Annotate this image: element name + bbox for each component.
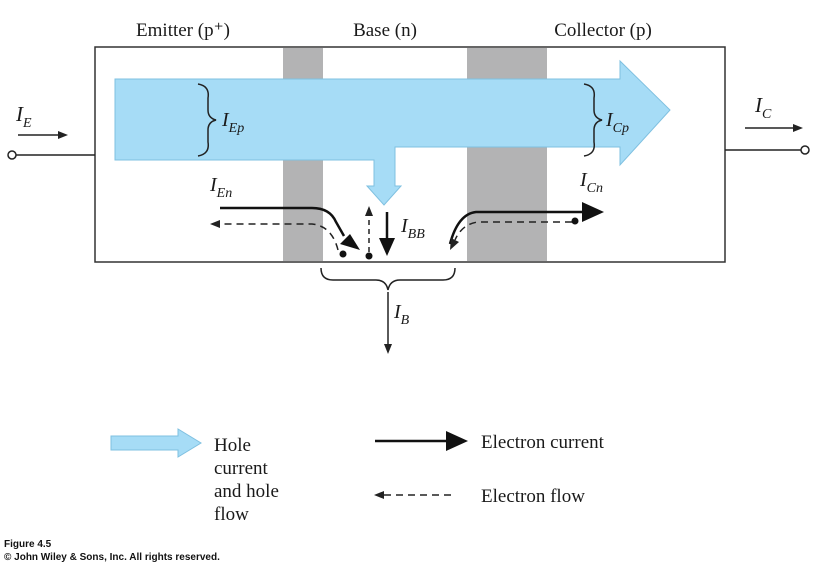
icn-electron-current [448,210,584,245]
icp-brace [583,83,603,157]
icn-arrowhead [582,202,604,222]
legend-hole-arrow [110,428,202,458]
copyright-notice: © John Wiley & Sons, Inc. All rights res… [4,552,220,563]
collector-electron-flow-arrowhead [450,238,459,250]
legend-hole-label-line2: current [214,458,269,479]
hole-current-arrow [114,59,671,206]
emitter-label: Emitter (p⁺) [136,20,230,41]
ib-brace [320,267,456,291]
base-label: Base (n) [353,20,417,41]
ib-label: IB [393,301,410,328]
ibb-electron-flow-arrowhead [365,206,373,216]
collector-electron-flow [454,221,572,241]
legend-hole-label-line3: and hole [214,481,279,502]
electron-dot-base [365,252,373,260]
ibb-arrowhead [379,238,395,256]
electron-dot-emitter-side [339,250,347,258]
ib-arrowhead [384,344,392,354]
ien-electron-current [220,206,346,237]
icn-label: ICn [579,169,603,196]
legend-electron-flow-arrowhead [374,491,384,499]
icp-label: ICp [605,109,629,136]
legend-electron-current-arrowhead [446,431,468,451]
emitter-electron-flow [218,223,339,251]
emitter-electron-flow-arrowhead [210,220,220,228]
legend-hole-label-line4: flow [214,504,249,525]
ie-label: IE [15,102,32,131]
iep-brace [197,83,217,157]
figure-number: Figure 4.5 [4,539,52,550]
ic-label: IC [754,93,772,122]
legend-electron-current-label: Electron current [481,432,605,453]
legend-hole-label-line1: Hole [214,435,251,456]
ic-arrowhead [793,124,803,132]
legend-electron-flow-label: Electron flow [481,486,585,507]
emitter-terminal [7,150,17,160]
ie-arrowhead [58,131,68,139]
ien-arrowhead [340,234,360,250]
ibb-label: IBB [400,215,425,242]
iep-label: IEp [221,109,244,136]
electron-dot-collector-side [571,217,579,225]
collector-terminal [800,145,810,155]
ien-label: IEn [209,174,232,201]
collector-label: Collector (p) [554,20,652,41]
